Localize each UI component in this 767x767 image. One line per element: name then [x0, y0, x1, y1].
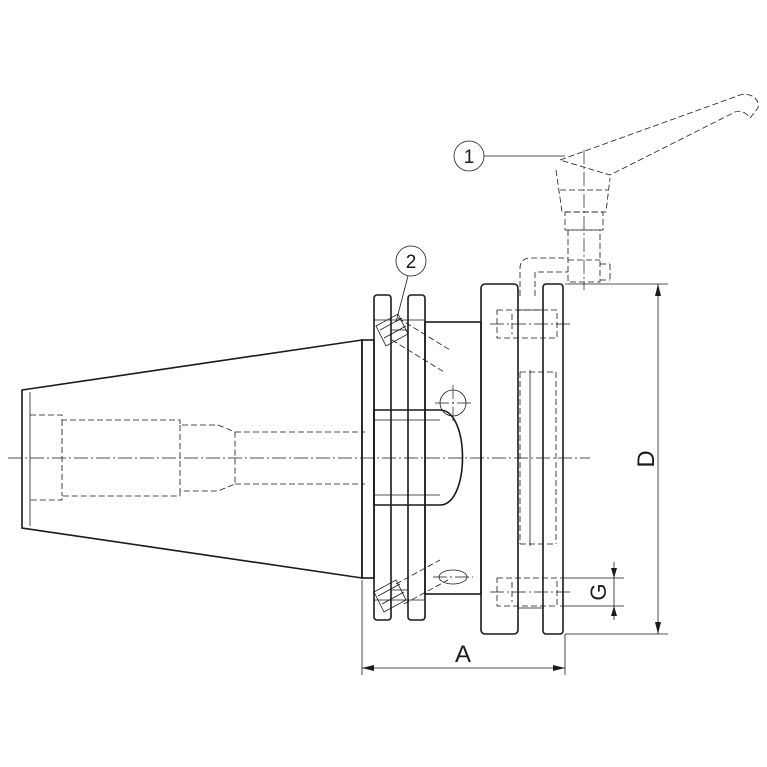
taper-cone — [21, 339, 363, 579]
dimension-g: G — [560, 562, 624, 620]
callout-1: 1 — [453, 140, 565, 172]
dimension-g-label: G — [586, 583, 611, 600]
callout-2-leader — [395, 275, 409, 323]
set-screw-upper — [375, 313, 451, 373]
clamping-lever — [519, 93, 759, 296]
dimension-a-label: A — [455, 641, 471, 668]
callout-1-label: 1 — [464, 147, 475, 168]
internal-bore — [30, 414, 365, 501]
dimension-d-label: D — [633, 450, 660, 467]
upper-bolt — [490, 309, 570, 339]
set-screw-lower — [373, 559, 449, 613]
callout-2: 2 — [395, 245, 427, 323]
lower-bolt — [490, 577, 570, 607]
flange-body — [361, 294, 482, 621]
dimension-a: A — [361, 580, 566, 675]
dimension-d: D — [565, 283, 668, 635]
callout-2-label: 2 — [406, 252, 417, 273]
front-plate — [480, 283, 564, 635]
